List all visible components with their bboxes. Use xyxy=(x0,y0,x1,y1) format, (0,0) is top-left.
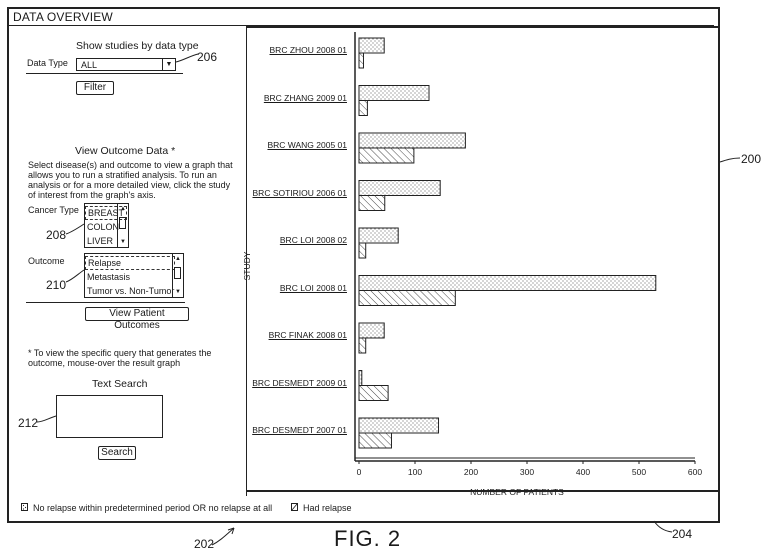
bar-had-relapse xyxy=(358,242,367,259)
ref-204: 204 xyxy=(672,527,693,541)
x-tick-label: 600 xyxy=(688,467,702,477)
scroll-thumb[interactable] xyxy=(174,267,181,279)
outcome-option[interactable]: Relapse xyxy=(85,256,175,270)
outcome-heading: View Outcome Data * xyxy=(75,145,176,157)
bar-had-relapse xyxy=(358,195,386,211)
bar-no-relapse xyxy=(358,417,440,434)
bar-no-relapse xyxy=(358,85,430,101)
x-tick-label: 300 xyxy=(520,467,534,477)
legend-no-relapse-label: No relapse within predetermined period O… xyxy=(33,503,273,513)
text-search-input[interactable] xyxy=(56,395,163,438)
bar-no-relapse xyxy=(358,37,385,54)
footnote-line: outcome, mouse-over the result graph xyxy=(28,358,181,368)
title-divider xyxy=(9,25,714,26)
window-title: DATA OVERVIEW xyxy=(13,10,113,24)
outcome-listbox[interactable]: Relapse Metastasis Tumor vs. Non-Tumor ▲… xyxy=(84,253,184,298)
bar-had-relapse xyxy=(358,337,367,354)
chevron-down-icon[interactable]: ▼ xyxy=(162,59,175,70)
instruction-line: analysis or for a more detailed view, cl… xyxy=(28,180,231,190)
x-tick-label: 400 xyxy=(576,467,590,477)
data-type-value: ALL xyxy=(81,60,98,70)
view-patient-outcomes-button[interactable]: View Patient Outcomes xyxy=(85,307,189,331)
scroll-thumb[interactable] xyxy=(119,217,126,229)
legend-had-relapse-label: Had relapse xyxy=(303,503,352,513)
cancer-type-option[interactable]: BREAST xyxy=(85,206,128,220)
study-link[interactable]: BRC FINAK 2008 01 xyxy=(268,330,347,340)
ref-210: 210 xyxy=(46,278,67,292)
outcome-label: Outcome xyxy=(28,256,65,266)
footnote-line: * To view the specific query that genera… xyxy=(28,348,212,358)
footnote: * To view the specific query that genera… xyxy=(28,348,211,368)
text-search-heading: Text Search xyxy=(92,378,148,390)
cancer-type-option[interactable]: COLON xyxy=(87,222,120,232)
scroll-down-icon[interactable]: ▼ xyxy=(175,289,181,295)
outcome-option[interactable]: Metastasis xyxy=(87,272,131,282)
cancer-type-option[interactable]: LIVER xyxy=(87,236,114,246)
instruction-line: allows you to run a stratified analysis.… xyxy=(28,170,217,180)
study-link[interactable]: BRC LOI 2008 02 xyxy=(279,235,347,245)
study-link[interactable]: BRC DESMEDT 2007 01 xyxy=(252,425,347,435)
x-tick-label: 100 xyxy=(408,467,422,477)
bar-no-relapse xyxy=(358,322,385,339)
x-tick-label: 500 xyxy=(632,467,646,477)
x-axis-title: NUMBER OF PATIENTS xyxy=(470,487,564,497)
filter-button[interactable]: Filter xyxy=(76,81,114,95)
bar-no-relapse xyxy=(358,275,657,291)
cancer-type-label: Cancer Type xyxy=(28,205,79,215)
data-type-select[interactable]: ALL ▼ xyxy=(76,58,176,71)
scroll-up-icon[interactable]: ▲ xyxy=(120,206,126,212)
data-type-label: Data Type xyxy=(27,58,68,68)
ref-206: 206 xyxy=(197,50,218,64)
ref-leader-204 xyxy=(653,520,673,533)
bar-no-relapse xyxy=(358,180,441,196)
filter-rule xyxy=(26,73,183,74)
outcome-instructions: Select disease(s) and outcome to view a … xyxy=(28,160,233,200)
filter-heading: Show studies by data type xyxy=(76,40,199,52)
ref-leader-200 xyxy=(719,157,741,163)
study-link[interactable]: BRC ZHOU 2008 01 xyxy=(269,45,347,55)
cancer-type-scrollbar[interactable]: ▲ ▼ xyxy=(117,204,128,247)
bar-had-relapse xyxy=(358,385,389,401)
study-link[interactable]: BRC WANG 2005 01 xyxy=(267,140,347,150)
ref-leader-206 xyxy=(175,53,199,63)
scroll-down-icon[interactable]: ▼ xyxy=(120,239,126,245)
ref-208: 208 xyxy=(46,228,67,242)
outcome-scrollbar[interactable]: ▲ ▼ xyxy=(172,254,183,297)
ref-202: 202 xyxy=(194,537,215,551)
bar-had-relapse xyxy=(358,147,415,164)
ref-leader-212 xyxy=(36,415,57,423)
cancer-type-listbox[interactable]: BREAST COLON LIVER ▲ ▼ xyxy=(84,203,129,248)
y-axis-title: STUDY xyxy=(242,251,252,280)
bar-no-relapse xyxy=(358,132,466,149)
legend-had-relapse-icon xyxy=(291,503,298,511)
study-link[interactable]: BRC SOTIRIOU 2006 01 xyxy=(252,187,347,198)
search-button[interactable]: Search xyxy=(98,446,136,460)
outcome-option[interactable]: Tumor vs. Non-Tumor xyxy=(87,286,175,296)
instruction-line: of interest from the graph's axis. xyxy=(28,190,156,200)
outcome-rule xyxy=(26,302,185,303)
panel-divider xyxy=(246,26,247,496)
x-tick-label: 0 xyxy=(357,467,362,477)
ref-200: 200 xyxy=(741,152,762,166)
legend-no-relapse-icon xyxy=(21,503,28,511)
study-link[interactable]: BRC LOI 2008 01 xyxy=(279,282,347,293)
bar-had-relapse xyxy=(358,52,364,69)
x-tick-label: 200 xyxy=(464,467,478,477)
ref-leader-208 xyxy=(65,223,85,235)
chart-panel xyxy=(246,26,720,492)
ref-arrow-202 xyxy=(211,527,235,546)
scroll-up-icon[interactable]: ▲ xyxy=(175,256,181,262)
bar-no-relapse xyxy=(358,370,363,386)
bar-had-relapse xyxy=(358,100,368,116)
instruction-line: Select disease(s) and outcome to view a … xyxy=(28,160,233,170)
bar-had-relapse xyxy=(358,432,392,449)
ref-leader-210 xyxy=(65,269,85,283)
figure-caption: FIG. 2 xyxy=(334,526,402,551)
study-link[interactable]: BRC DESMEDT 2009 01 xyxy=(252,377,347,388)
ref-212: 212 xyxy=(18,416,39,430)
bar-no-relapse xyxy=(358,227,399,244)
bar-had-relapse xyxy=(358,290,456,306)
study-link[interactable]: BRC ZHANG 2009 01 xyxy=(263,92,347,103)
